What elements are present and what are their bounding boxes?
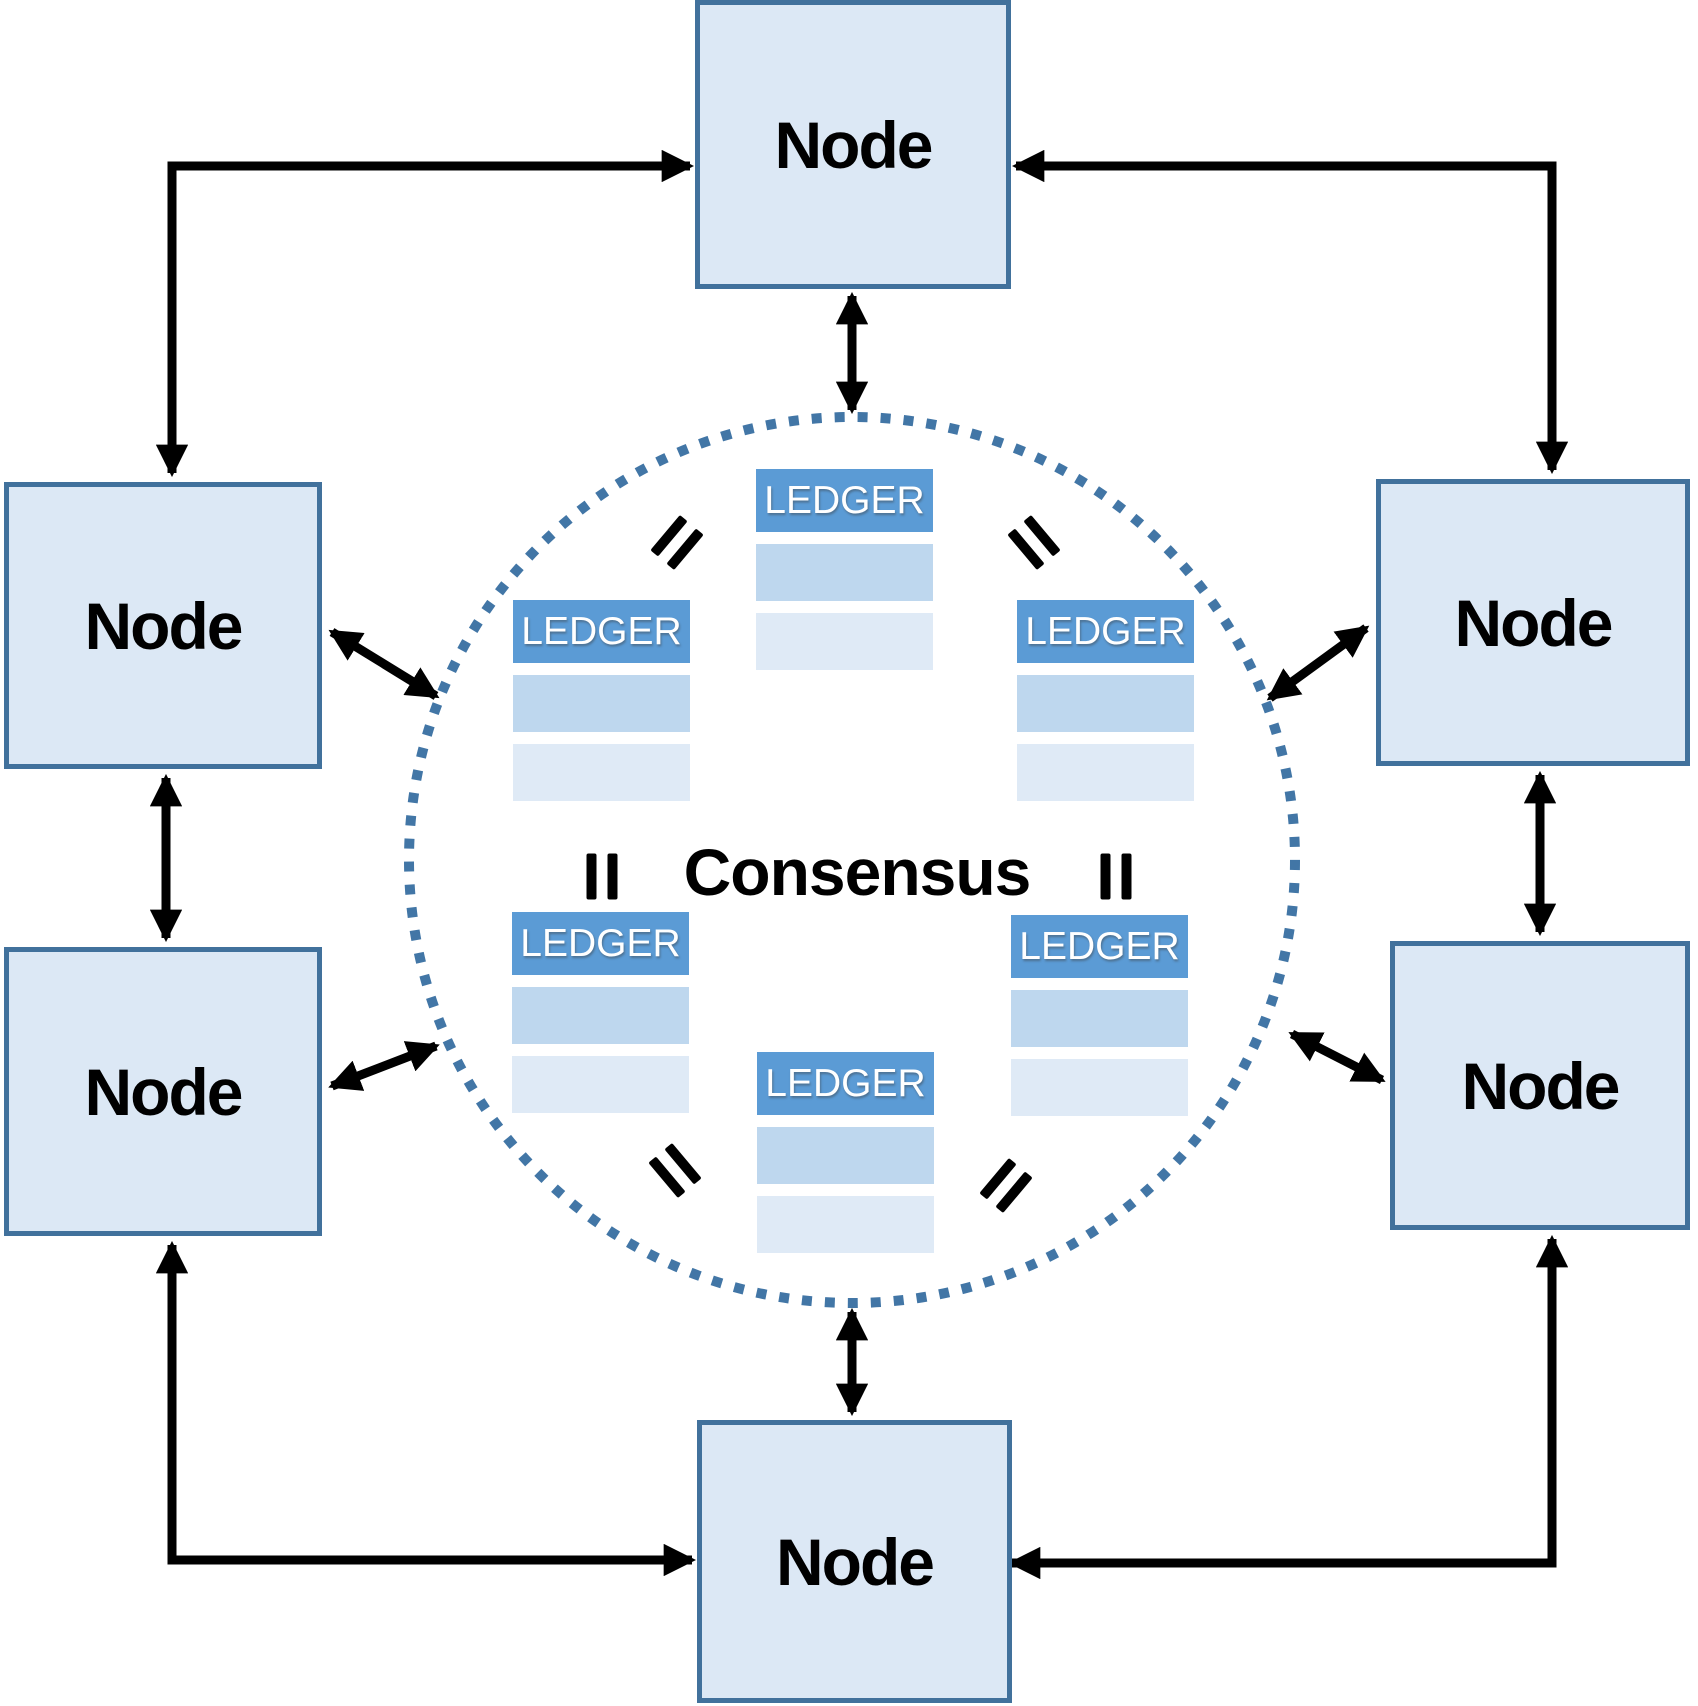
- equals-bar: [1121, 853, 1132, 900]
- node-label: Node: [774, 107, 934, 182]
- node-label: Node: [1454, 585, 1614, 660]
- link-lowerleft-to-circle: [328, 1041, 440, 1091]
- ledger-row: [1011, 1059, 1188, 1116]
- link-upperleft-to-top: [155, 149, 695, 478]
- link-top-to-upperright: [1011, 149, 1569, 475]
- equals-bar: [586, 853, 597, 900]
- ledger-row: [756, 544, 933, 601]
- consensus-label: Consensus: [683, 835, 1032, 909]
- node-box-lower-right: Node: [1390, 941, 1690, 1230]
- ledger-row: [512, 1056, 689, 1113]
- ledger-row: [513, 675, 690, 732]
- node-label: Node: [1461, 1048, 1621, 1123]
- ledger-header: LEDGER: [757, 1052, 934, 1115]
- link-bottom-to-lowerleft: [155, 1240, 697, 1577]
- ledger-table-bottom: LEDGER: [757, 1052, 934, 1265]
- link-upperright-to-circle: [1266, 624, 1370, 702]
- ledger-table-top: LEDGER: [756, 469, 933, 682]
- node-label: Node: [776, 1524, 935, 1599]
- ledger-row: [1017, 744, 1194, 801]
- consensus-circle: [404, 412, 1300, 1308]
- ledger-table-lower-left: LEDGER: [512, 912, 689, 1125]
- link-bottom-to-lowerright: [1007, 1234, 1569, 1580]
- node-box-upper-left: Node: [4, 482, 322, 769]
- node-box-upper-right: Node: [1376, 479, 1690, 766]
- ledger-header: LEDGER: [1017, 600, 1194, 663]
- ledger-row: [512, 987, 689, 1044]
- link-upperleft-to-circle: [328, 628, 440, 700]
- ledger-row: [757, 1127, 934, 1184]
- ledger-row: [757, 1196, 934, 1253]
- node-box-bottom: Node: [697, 1420, 1012, 1703]
- ledger-row: [756, 613, 933, 670]
- ledger-table-middle-left: LEDGER: [513, 600, 690, 813]
- link-lowerright-to-circle: [1288, 1029, 1386, 1085]
- ledger-row: [1011, 990, 1188, 1047]
- node-label: Node: [84, 588, 244, 663]
- node-box-lower-left: Node: [4, 947, 322, 1236]
- ledger-table-lower-right: LEDGER: [1011, 915, 1188, 1128]
- ledger-header: LEDGER: [1011, 915, 1188, 978]
- ledger-row: [1017, 675, 1194, 732]
- ledger-header: LEDGER: [513, 600, 690, 663]
- ledger-table-middle-right: LEDGER: [1017, 600, 1194, 813]
- ledger-header: LEDGER: [756, 469, 933, 532]
- ledger-header: LEDGER: [512, 912, 689, 975]
- ledger-row: [513, 744, 690, 801]
- node-box-top: Node: [695, 0, 1011, 289]
- node-label: Node: [84, 1054, 244, 1129]
